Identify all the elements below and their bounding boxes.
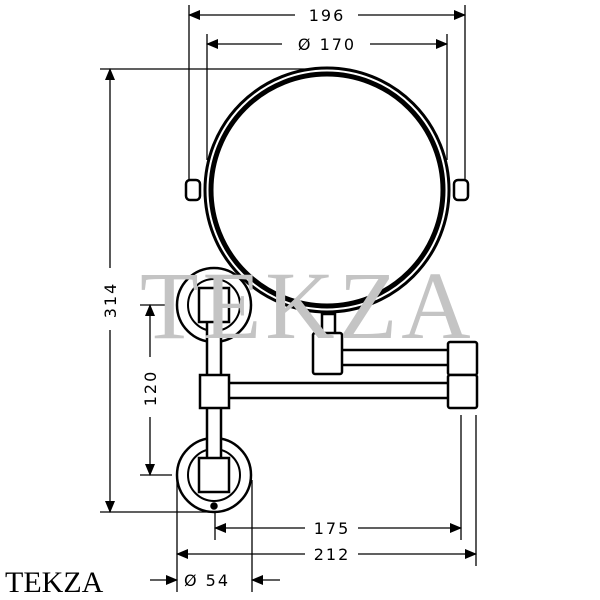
lower-arm xyxy=(218,381,454,400)
mount-block-top xyxy=(197,286,231,324)
arm-joint-lower xyxy=(446,373,479,410)
pivot-knob-right xyxy=(452,178,470,202)
dimension-lines xyxy=(100,5,477,592)
mirror-assembly xyxy=(175,66,479,514)
dimension-labels: 196 Ø 170 314 120 175 212 Ø 54 xyxy=(101,6,356,590)
mirror-glass xyxy=(208,71,446,309)
mirror-swivel xyxy=(311,331,344,376)
dim-overall-height: 314 xyxy=(101,282,120,319)
watermark: TEKZA xyxy=(140,252,475,359)
arm-hinge-block xyxy=(198,373,231,410)
brand-logo: TEKZA xyxy=(5,566,104,599)
dim-plate-spacing: 120 xyxy=(141,370,160,407)
dim-overall-width: 196 xyxy=(309,6,346,25)
dim-mirror-diameter: Ø 170 xyxy=(298,35,356,54)
dim-plate-diameter: Ø 54 xyxy=(184,571,230,590)
dim-total-projection: 212 xyxy=(314,545,351,564)
mount-block-bottom xyxy=(197,456,231,494)
set-screw xyxy=(210,502,218,510)
pivot-knob-left xyxy=(184,178,202,202)
dim-arm-reach: 175 xyxy=(314,519,351,538)
